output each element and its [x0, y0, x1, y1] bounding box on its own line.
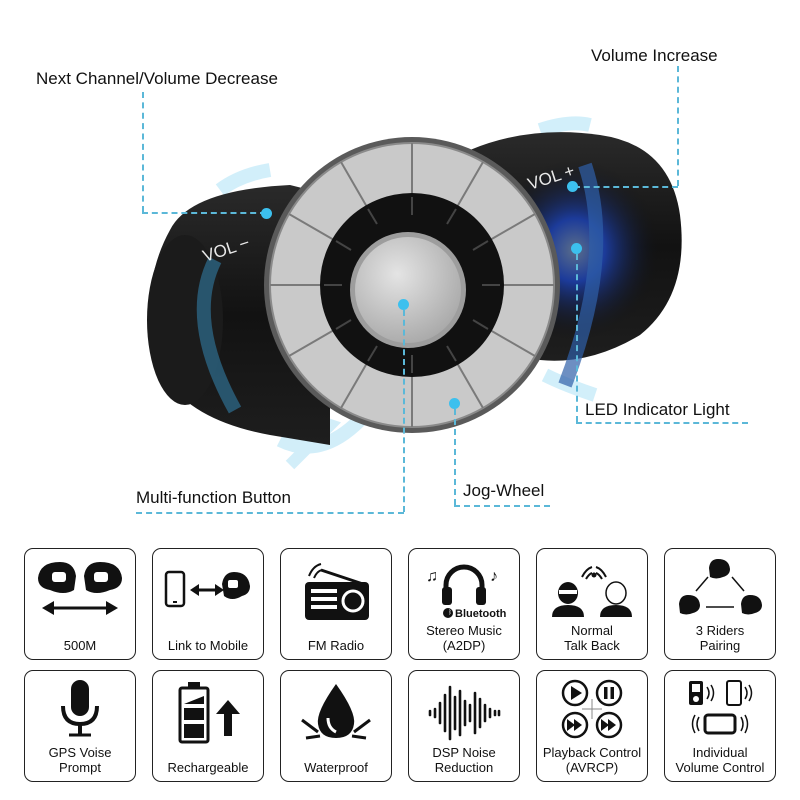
- feature-label: Link to Mobile: [167, 638, 249, 653]
- feature-individual-volume-control: Individual Volume Control: [664, 670, 776, 782]
- callout-next-channel-volume-decrease: Next Channel/Volume Decrease: [36, 69, 278, 88]
- intercom-device-illustration: VOL − VOL +: [147, 116, 682, 470]
- feature-label: Volume Control: [675, 760, 765, 775]
- callout-dot-led: [571, 243, 582, 254]
- headphones-bluetooth-icon: ♫ ♪ ᛒ Bluetooth: [409, 553, 519, 625]
- feature-label: (AVRCP): [565, 760, 619, 775]
- water-drop-icon: [281, 677, 391, 749]
- feature-label: Normal: [571, 623, 613, 638]
- feature-label: Waterproof: [304, 760, 368, 775]
- callout-multi-function-button: Multi-function Button: [136, 488, 291, 507]
- bluetooth-brand-text: Bluetooth: [455, 608, 507, 619]
- feature-rechargeable: Rechargeable: [152, 670, 264, 782]
- feature-label: Talk Back: [564, 638, 620, 653]
- svg-text:ᛒ: ᛒ: [448, 609, 452, 616]
- leader-line: [142, 212, 266, 214]
- svg-text:♪: ♪: [490, 568, 498, 585]
- callout-dot-vol-plus: [567, 181, 578, 192]
- playback-controls-icon: [537, 673, 647, 745]
- feature-label: Rechargeable: [167, 760, 249, 775]
- callout-jog-wheel: Jog-Wheel: [463, 481, 545, 500]
- leader-line: [677, 66, 679, 186]
- feature-fm-radio: FM Radio: [280, 548, 392, 660]
- feature-label: Reduction: [434, 760, 494, 775]
- battery-charge-icon: [153, 677, 263, 749]
- leader-line: [136, 512, 404, 514]
- feature-label: 3 Riders: [695, 623, 745, 638]
- feature-label: Prompt: [59, 760, 101, 775]
- leader-line: [403, 310, 405, 512]
- feature-gps-voice-prompt: GPS Voise Prompt: [24, 670, 136, 782]
- leader-line: [454, 505, 550, 507]
- feature-link-to-mobile: Link to Mobile: [152, 548, 264, 660]
- feature-label: 500M: [63, 638, 97, 653]
- feature-grid: 500M Link to Mobile: [24, 548, 780, 782]
- leader-line: [142, 92, 144, 212]
- callout-volume-increase: Volume Increase: [591, 46, 718, 65]
- leader-line: [576, 254, 578, 422]
- feature-talk-back: Normal Talk Back: [536, 548, 648, 660]
- callout-dot-jog-wheel: [449, 398, 460, 409]
- feature-label: GPS Voise: [48, 745, 112, 760]
- three-riders-icon: [665, 551, 775, 623]
- feature-label: DSP Noise: [432, 745, 496, 760]
- radio-icon: [281, 555, 391, 627]
- feature-label: Stereo Music: [426, 623, 502, 638]
- callout-dot-vol-minus: [261, 208, 272, 219]
- feature-label: Pairing: [699, 638, 741, 653]
- sound-wave-icon: [409, 677, 519, 749]
- callout-led-indicator-light: LED Indicator Light: [585, 400, 730, 419]
- phone-to-helmet-icon: [153, 555, 263, 627]
- feature-playback-control: Playback Control (AVRCP): [536, 670, 648, 782]
- feature-label: FM Radio: [307, 638, 365, 653]
- talk-back-icon: [537, 553, 647, 625]
- microphone-icon: [25, 673, 135, 745]
- leader-line: [576, 422, 748, 424]
- leader-line: [454, 409, 456, 505]
- feature-waterproof: Waterproof: [280, 670, 392, 782]
- feature-dsp-noise-reduction: DSP Noise Reduction: [408, 670, 520, 782]
- feature-label: Individual: [692, 745, 748, 760]
- feature-three-riders: 3 Riders Pairing: [664, 548, 776, 660]
- feature-label: Playback Control: [542, 745, 642, 760]
- svg-text:♫: ♫: [426, 568, 438, 585]
- leader-line: [574, 186, 678, 188]
- feature-label: (A2DP): [442, 638, 486, 653]
- helmets-range-icon: [25, 555, 135, 627]
- feature-stereo-music: ♫ ♪ ᛒ Bluetooth Stereo Music (A2DP): [408, 548, 520, 660]
- callout-dot-multifunction: [398, 299, 409, 310]
- feature-500m: 500M: [24, 548, 136, 660]
- devices-volume-icon: [665, 673, 775, 745]
